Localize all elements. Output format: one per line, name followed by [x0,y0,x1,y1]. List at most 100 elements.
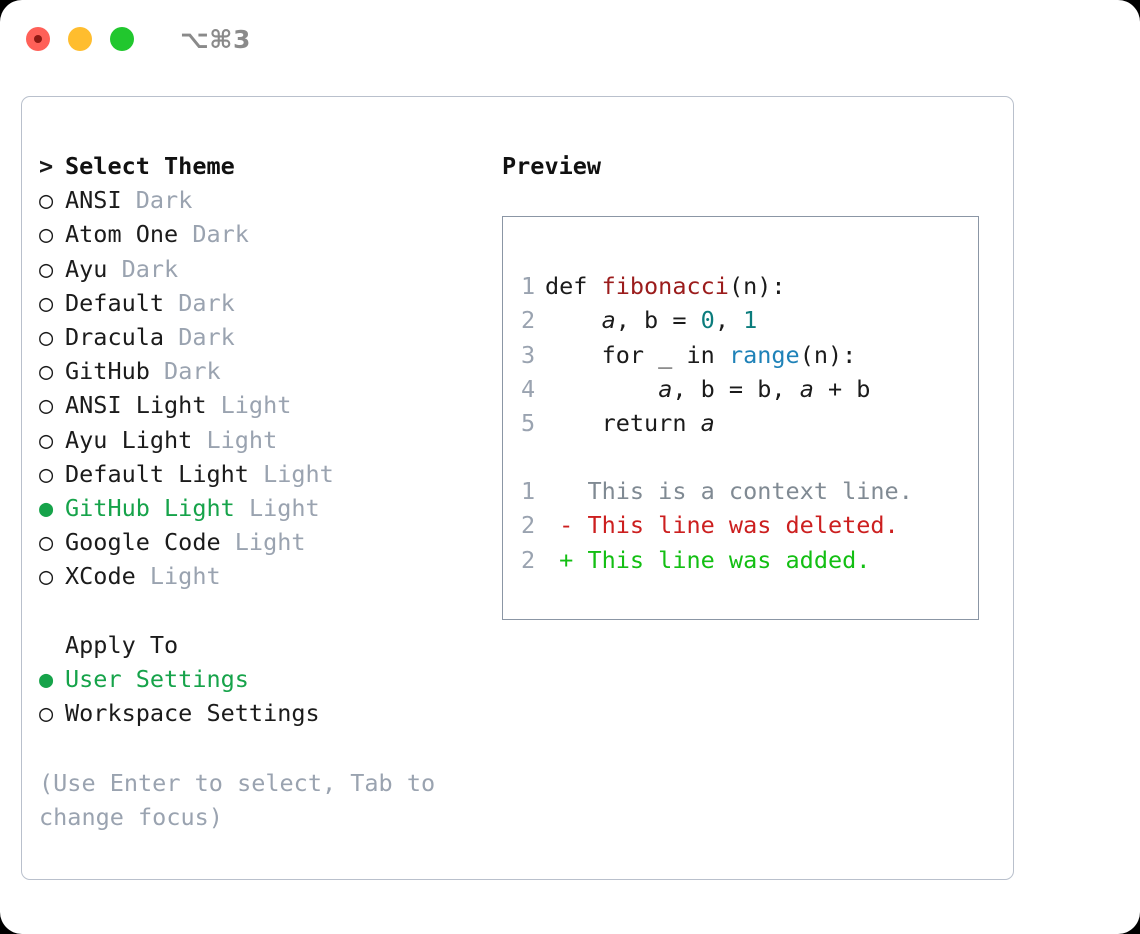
diff-line-del: 2 - This line was deleted. [521,508,978,542]
line-number: 3 [521,340,536,369]
code-token: a [700,409,715,438]
theme-option-label: Default Light [65,459,264,488]
traffic-light-group [26,27,134,51]
radio-unselected-icon: ○ [39,254,54,283]
line-number: 4 [521,374,536,403]
theme-option-label: Google Code [65,528,235,557]
theme-option-ansi[interactable]: ○ANSI Dark [39,183,502,217]
line-number: 1 [521,477,536,506]
radio-unselected-icon: ○ [39,528,54,557]
code-token: 0 [700,306,715,335]
code-token: range [728,340,800,369]
code-line: 2 a, b = 0, 1 [521,303,978,337]
theme-variant-badge: Dark [192,220,249,249]
apply-to-option-label: User Settings [65,664,249,693]
theme-option-default[interactable]: ○ Default Dark [39,286,502,320]
code-line: 5 return a [521,406,978,440]
theme-option-dracula[interactable]: ○Dracula Dark [39,320,502,354]
code-token: return [545,409,701,438]
apply-to-heading: Apply To [39,628,502,662]
radio-selected-icon: ● [39,494,54,523]
code-token: , [615,306,645,335]
radio-unselected-icon: ○ [39,699,54,728]
theme-option-ayu[interactable]: ○ Ayu Dark [39,252,502,286]
theme-variant-badge: Light [220,391,292,420]
theme-option-default-light[interactable]: ○ Default Light Light [39,457,502,491]
theme-variant-badge: Dark [164,357,221,386]
code-token: a [658,374,673,403]
theme-list: ○ANSI Dark○Atom One Dark○Ayu Dark○Defaul… [39,183,502,593]
theme-variant-badge: Dark [121,254,179,283]
hint-spacer [39,730,502,766]
theme-option-google-code[interactable]: ○ Google Code Light [39,525,502,559]
code-token: + b [813,374,871,403]
preview-heading: Preview [502,152,602,180]
theme-variant-badge: Light [206,425,278,454]
code-token: fibonacci [601,272,729,301]
apply-to-option-label: Workspace Settings [65,699,320,728]
theme-option-label: Default [65,288,179,317]
code-token: 1 [743,306,758,335]
apply-to-heading-label: Apply To [65,630,179,659]
theme-variant-badge: Dark [178,323,235,352]
close-button[interactable] [26,27,50,51]
radio-unselected-icon: ○ [39,323,54,352]
apply-to-option-user-settings[interactable]: ● User Settings [39,662,502,696]
theme-variant-badge: Light [234,528,306,557]
diff-line-text: - This line was deleted. [545,511,899,540]
line-number: 1 [521,272,536,301]
theme-option-label: ANSI Light [65,391,221,420]
theme-option-ansi-light[interactable]: ○ ANSI Light Light [39,388,502,422]
line-number: 2 [521,511,536,540]
code-token: = [658,306,701,335]
code-token: , b = b, [672,374,800,403]
diff-line-ctx: 1 This is a context line. [521,474,978,508]
code-token: a [799,374,814,403]
theme-option-label: Ayu [65,254,122,283]
radio-unselected-icon: ○ [39,357,54,386]
zoom-button[interactable] [110,27,134,51]
radio-unselected-icon: ○ [39,562,54,591]
cursor-caret-icon: > [39,152,54,180]
code-token: a [601,306,616,335]
apply-to-option-workspace-settings[interactable]: ○ Workspace Settings [39,696,502,730]
minimize-button[interactable] [68,27,92,51]
main-panel: >Select Theme ○ANSI Dark○Atom One Dark○A… [21,96,1014,880]
radio-unselected-icon: ○ [39,425,54,454]
theme-option-label: GitHub Light [65,494,249,523]
radio-unselected-icon: ○ [39,391,54,420]
theme-variant-badge: Light [263,459,334,488]
keyboard-hint: (Use Enter to select, Tab to change focu… [39,769,436,832]
diff-sample: 1 This is a context line.2 - This line w… [521,474,978,577]
theme-option-github-light[interactable]: ●GitHub Light Light [39,491,502,525]
theme-variant-badge: Light [149,562,221,591]
radio-unselected-icon: ○ [39,288,54,317]
diff-line-text: + This line was added. [545,545,871,574]
theme-option-label: XCode [65,562,150,591]
radio-selected-icon: ● [39,664,54,693]
theme-variant-badge: Dark [135,186,193,215]
line-number: 5 [521,409,536,438]
select-theme-heading: > Select Theme [39,149,502,183]
select-theme-heading-label: Select Theme [65,152,235,180]
keyboard-shortcut-label: ⌥⌘3 [180,24,251,54]
code-line: 3 for _ in range(n): [521,338,978,372]
theme-option-atom-one[interactable]: ○Atom One Dark [39,217,502,251]
theme-option-github[interactable]: ○GitHub Dark [39,354,502,388]
theme-option-label: Atom One [65,220,193,249]
theme-option-label: ANSI [65,186,136,215]
theme-option-xcode[interactable]: ○ XCode Light [39,559,502,593]
title-bar: ⌥⌘3 [0,0,1140,78]
theme-option-ayu-light[interactable]: ○Ayu Light Light [39,423,502,457]
code-token: , [714,306,744,335]
line-number: 2 [521,545,536,574]
apply-to-indent [39,628,65,662]
code-token [545,306,602,334]
theme-variant-badge: Dark [178,288,235,317]
section-spacer [39,594,502,628]
code-token: (n): [799,340,857,369]
radio-unselected-icon: ○ [39,459,54,488]
